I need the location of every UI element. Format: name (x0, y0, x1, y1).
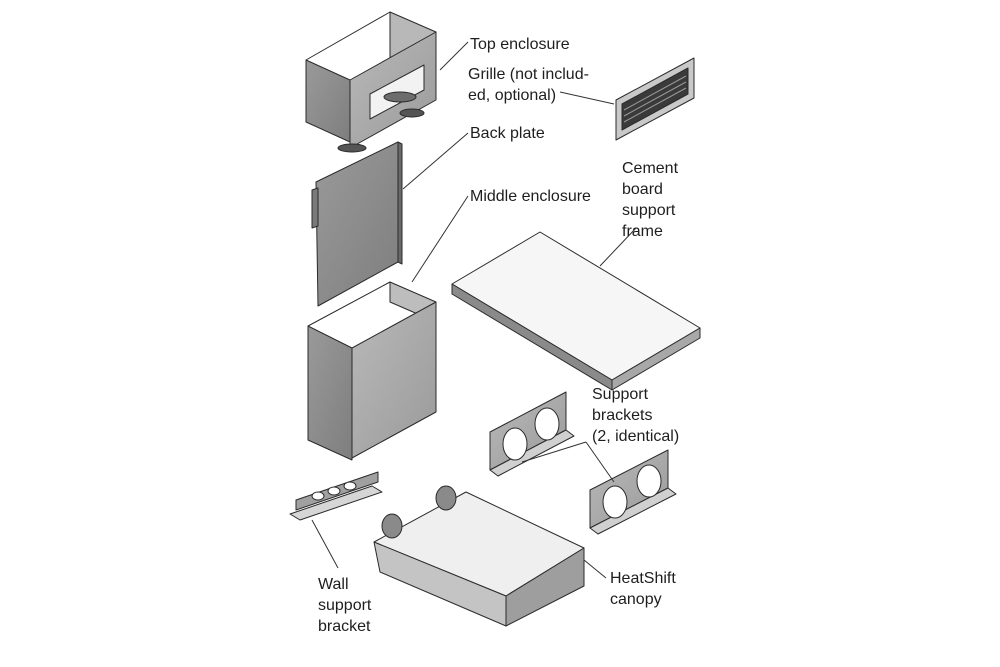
label-middle-enclosure: Middle enclosure (470, 186, 591, 207)
label-line: Cement (622, 160, 679, 177)
label-line: Support (592, 386, 649, 403)
leader-top-enclosure (439, 41, 469, 71)
label-line: canopy (610, 591, 662, 608)
label-line: ed, optional) (468, 87, 557, 104)
heatshift-canopy-part (373, 485, 585, 627)
leader-cement-board (599, 227, 637, 267)
cement-board-part (451, 231, 701, 391)
leader-middle-enclosure (411, 195, 469, 283)
middle-enclosure-part (307, 281, 437, 461)
leader-wall-bracket (311, 519, 339, 569)
leader-grille (559, 91, 615, 105)
label-wall-support-bracket: Wall support bracket (318, 574, 371, 637)
label-line: Grille (not includ- (468, 66, 589, 83)
top-enclosure-part (305, 11, 437, 153)
label-grille: Grille (not includ- ed, optional) (468, 64, 589, 106)
grille-part (615, 57, 695, 141)
label-line: Back plate (470, 125, 545, 142)
label-line: HeatShift (610, 570, 676, 587)
back-plate-part (311, 141, 403, 307)
label-line: Middle enclosure (470, 188, 591, 205)
label-line: support (622, 202, 676, 219)
label-line: brackets (592, 407, 653, 424)
leader-back-plate (402, 132, 469, 190)
label-cement-board: Cement board support frame (622, 158, 678, 242)
support-bracket-a (489, 391, 575, 477)
label-back-plate: Back plate (470, 123, 545, 144)
label-top-enclosure: Top enclosure (470, 34, 570, 55)
leader-support-brackets (521, 441, 587, 463)
leader-heatshift (583, 559, 607, 579)
leader-support-brackets-2 (585, 441, 615, 483)
label-line: (2, identical) (592, 428, 680, 445)
support-bracket-b (589, 449, 677, 535)
label-line: support (318, 597, 372, 614)
label-line: Wall (318, 576, 349, 593)
label-support-brackets: Support brackets (2, identical) (592, 384, 679, 447)
label-line: bracket (318, 618, 371, 635)
label-line: board (622, 181, 663, 198)
label-line: Top enclosure (470, 36, 570, 53)
label-heatshift-canopy: HeatShift canopy (610, 568, 676, 610)
label-line: frame (622, 223, 663, 240)
wall-support-bracket-part (289, 471, 383, 521)
